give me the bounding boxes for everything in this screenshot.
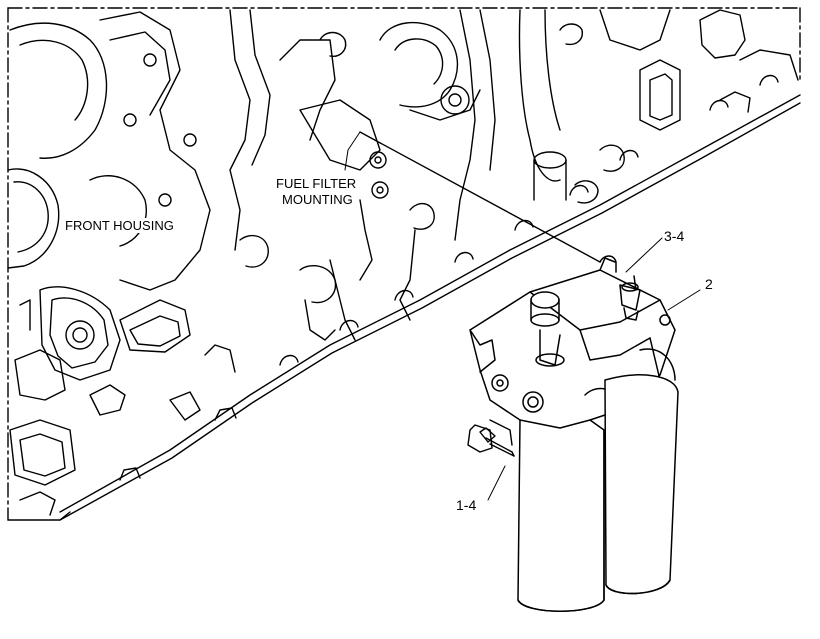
callout-1-4: 1-4	[456, 497, 477, 513]
front-housing	[7, 11, 211, 516]
label-fuel-filter-line1: FUEL FILTER	[274, 176, 359, 191]
label-fuel-filter-line2: MOUNTING	[280, 192, 355, 207]
mount-bracket	[169, 9, 435, 421]
callout-leaders	[487, 237, 701, 501]
callout-2: 2	[705, 276, 713, 292]
engine-block-outline	[7, 7, 801, 521]
mounting-bolt	[467, 419, 515, 457]
upper-housing	[379, 9, 799, 241]
mounting-leader	[344, 131, 601, 263]
label-front-housing: FRONT HOUSING	[63, 218, 176, 233]
callout-3-4: 3-4	[664, 228, 685, 244]
block-flange	[59, 74, 801, 521]
filter-canisters	[517, 374, 679, 612]
